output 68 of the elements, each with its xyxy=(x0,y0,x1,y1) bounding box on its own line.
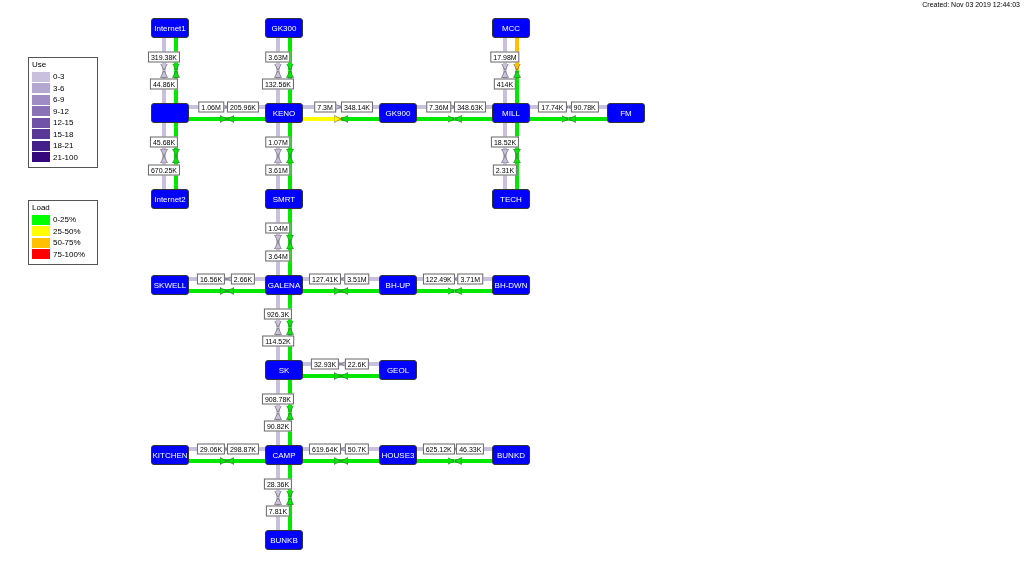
legend-label: 0-3 xyxy=(53,72,65,82)
legend-label: 0-25% xyxy=(53,215,77,225)
link-arrow xyxy=(303,103,342,123)
node-label: BUNKB xyxy=(270,535,298,545)
link-arrow xyxy=(274,38,294,71)
node-label: Internet1 xyxy=(154,23,186,33)
node-label: GK900 xyxy=(385,108,411,118)
legend-title: Load xyxy=(32,203,51,212)
node-label: GEOL xyxy=(386,365,410,375)
network-node xyxy=(265,189,303,209)
network-node xyxy=(492,18,530,38)
node-label: MCC xyxy=(501,23,521,33)
link-arrow xyxy=(274,209,294,243)
node-label: FM xyxy=(620,108,632,118)
legend-label: 25-50% xyxy=(53,226,81,236)
legend-label: 18-21 xyxy=(53,141,74,151)
node-label: MILL xyxy=(502,108,520,118)
network-node xyxy=(265,275,303,295)
network-node xyxy=(492,189,530,209)
link-arrow xyxy=(501,70,521,103)
legend-label: 6-9 xyxy=(53,95,65,105)
link-arrow xyxy=(501,123,521,157)
legend-title: Use xyxy=(32,60,48,69)
network-node xyxy=(265,360,303,380)
legend-label: 3-6 xyxy=(53,83,65,93)
network-node xyxy=(265,18,303,38)
network-node xyxy=(265,445,303,465)
network-node xyxy=(151,189,189,209)
node-label: SKWELL xyxy=(153,280,187,290)
network-node xyxy=(151,103,189,123)
network-node xyxy=(265,103,303,123)
network-node xyxy=(151,18,189,38)
legend-label: 50-75% xyxy=(53,238,81,248)
legend-label: 21-100 xyxy=(53,152,78,162)
legend-label: 15-18 xyxy=(53,129,74,139)
legend-label: 12-15 xyxy=(53,118,74,128)
node-label: TECH xyxy=(500,194,522,204)
node-label: KENO xyxy=(272,108,296,118)
network-node xyxy=(265,530,303,550)
node-label: SK xyxy=(278,365,290,375)
node-label: BUNKD xyxy=(497,450,525,460)
link-arrow xyxy=(274,155,294,189)
network-node xyxy=(151,445,189,465)
network-node xyxy=(379,103,417,123)
node-label: Internet2 xyxy=(154,194,186,204)
link-arrow xyxy=(501,155,521,189)
node-label: BH-UP xyxy=(385,280,411,290)
node-label: SMRT xyxy=(272,194,296,204)
network-node xyxy=(379,445,417,465)
node-label: KITCHEN xyxy=(152,450,188,460)
network-node xyxy=(379,275,417,295)
node-label: CAMP xyxy=(272,450,296,460)
legend-label: 9-12 xyxy=(53,106,69,116)
node-label: GALENA xyxy=(267,280,301,290)
node-label: HOUSE3 xyxy=(381,450,415,460)
network-node xyxy=(492,103,530,123)
node-label: GK300 xyxy=(271,23,297,33)
link-arrow xyxy=(274,497,294,530)
link-arrow xyxy=(274,241,294,275)
legend-label: 75-100% xyxy=(53,249,86,259)
network-node xyxy=(607,103,645,123)
network-node xyxy=(492,275,530,295)
link-arrow xyxy=(160,123,180,157)
link-arrow xyxy=(274,123,294,157)
node-label: BH-DWN xyxy=(494,280,528,290)
network-node xyxy=(492,445,530,465)
network-node xyxy=(151,275,189,295)
network-node xyxy=(379,360,417,380)
